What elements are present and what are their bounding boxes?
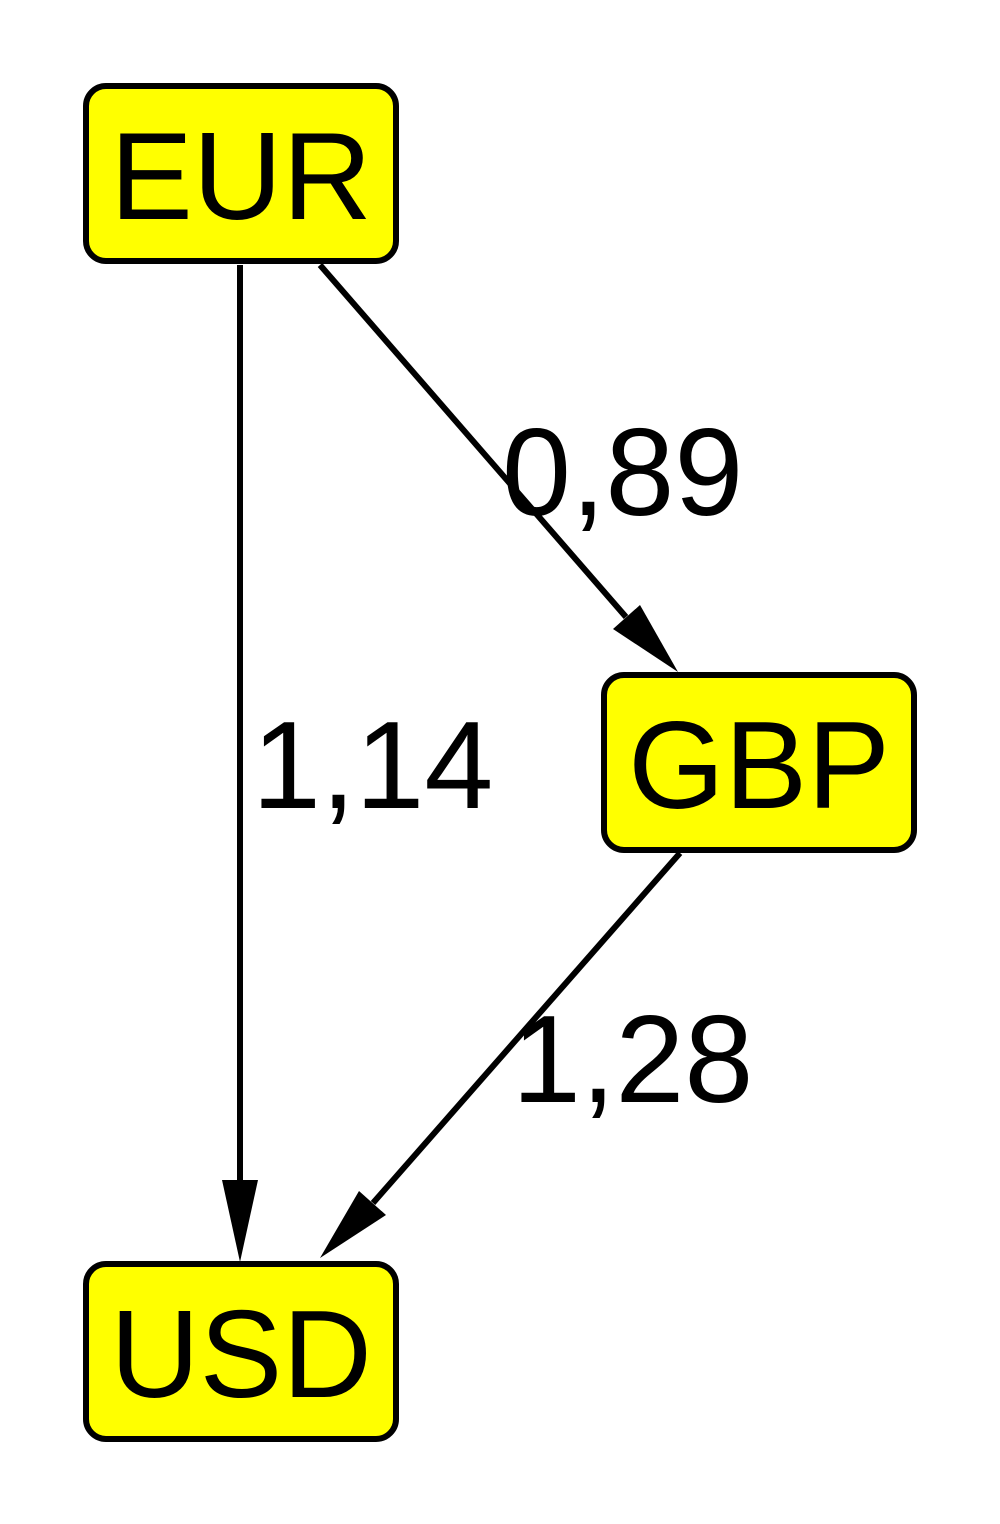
edge-eur-usd-arrowhead: [222, 1180, 258, 1262]
node-eur-label: EUR: [110, 108, 372, 246]
edge-gbp-usd-arrowhead: [320, 1191, 386, 1258]
edge-eur-gbp: 0,89: [317, 263, 743, 672]
node-eur-box: [83, 83, 399, 264]
node-eur[interactable]: EUR: [83, 83, 399, 264]
node-gbp-box: [601, 672, 917, 853]
edge-eur-gbp-label: 0,89: [502, 404, 743, 542]
edge-eur-usd: 1,14: [222, 265, 493, 1262]
node-gbp-label: GBP: [628, 697, 890, 835]
node-usd[interactable]: USD: [83, 1261, 399, 1442]
node-gbp[interactable]: GBP: [601, 672, 917, 853]
node-usd-box: [83, 1261, 399, 1442]
edge-gbp-usd-label: 1,28: [512, 991, 753, 1129]
node-usd-label: USD: [110, 1286, 372, 1424]
edge-gbp-usd: 1,28: [320, 851, 753, 1258]
edge-eur-usd-label: 1,14: [252, 697, 493, 835]
edge-eur-gbp-arrowhead: [613, 605, 678, 672]
edge-gbp-usd-line: [370, 851, 683, 1205]
edge-eur-gbp-line: [317, 263, 629, 619]
